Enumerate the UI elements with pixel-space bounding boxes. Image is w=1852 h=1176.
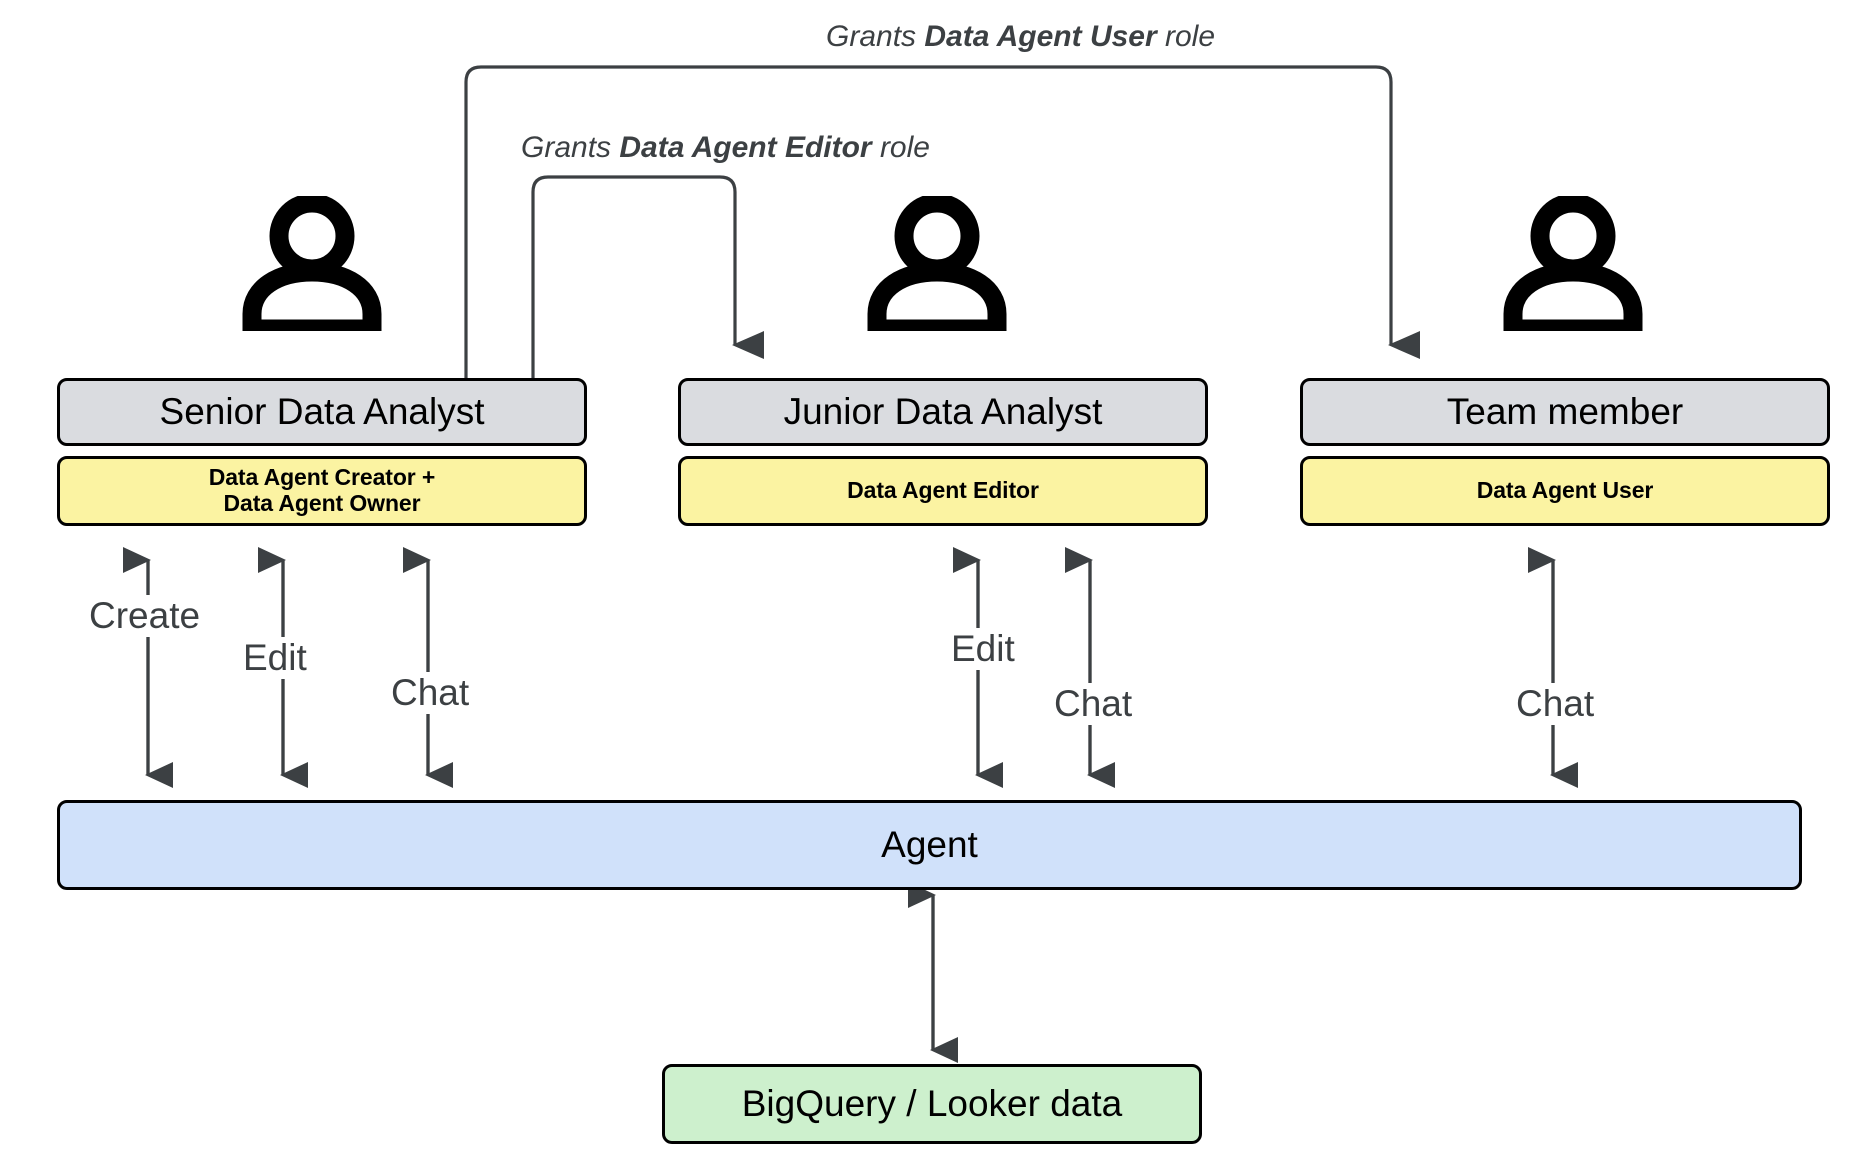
node-junior-data-analyst-permission[interactable]: Data Agent Editor (678, 456, 1208, 526)
grant-role: Data Agent Editor (619, 131, 872, 164)
node-team-member[interactable]: Team member (1300, 378, 1830, 446)
flow-label-chat-team: Chat (1511, 683, 1600, 725)
permission-line-2: Data Agent Owner (223, 490, 421, 516)
node-senior-data-analyst[interactable]: Senior Data Analyst (57, 378, 587, 446)
person-icon (242, 193, 382, 339)
flow-label-chat-senior: Chat (386, 672, 475, 714)
grant-label-data-agent-editor: Grants Data Agent Editor role (521, 131, 930, 165)
grant-label-data-agent-user: Grants Data Agent User role (826, 20, 1215, 54)
grant-suffix: role (1156, 20, 1216, 53)
node-agent[interactable]: Agent (57, 800, 1802, 890)
grant-prefix: Grants (521, 131, 620, 164)
person-icon (1503, 193, 1643, 339)
connector-grant-data-agent-editor (531, 175, 764, 378)
flow-label-create-senior: Create (84, 595, 206, 637)
permission-line-1: Data Agent Creator + (208, 464, 436, 491)
node-junior-data-analyst[interactable]: Junior Data Analyst (678, 378, 1208, 446)
grant-role: Data Agent User (924, 20, 1157, 53)
grant-suffix: role (871, 131, 930, 164)
node-senior-data-analyst-permission[interactable]: Data Agent Creator + Data Agent Owner (57, 456, 587, 526)
flow-label-edit-senior: Edit (238, 637, 312, 679)
grant-prefix: Grants (826, 20, 925, 53)
node-team-member-permission[interactable]: Data Agent User (1300, 456, 1830, 526)
node-bigquery-looker-data[interactable]: BigQuery / Looker data (662, 1064, 1202, 1144)
flow-label-edit-junior: Edit (946, 628, 1020, 670)
person-icon (867, 193, 1007, 339)
flow-label-chat-junior: Chat (1049, 683, 1138, 725)
